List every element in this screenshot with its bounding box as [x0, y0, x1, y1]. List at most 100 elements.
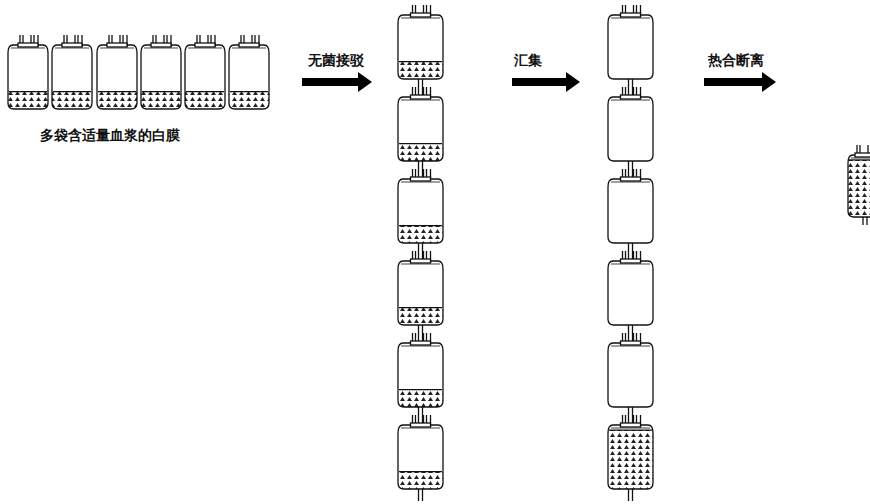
fill-level	[399, 225, 442, 226]
blood-bag	[229, 35, 269, 109]
bag-outline	[398, 97, 443, 161]
bag-outline	[398, 179, 443, 243]
bag-seam	[401, 100, 440, 101]
bag-outline	[229, 45, 269, 109]
blood-bag	[848, 145, 870, 225]
bag-outline	[848, 155, 870, 217]
blood-bag	[8, 35, 48, 109]
tube-port	[621, 341, 641, 345]
fill-level	[98, 91, 136, 92]
step-label: 无菌接驳	[308, 52, 364, 69]
buffy-coat	[398, 472, 443, 489]
bag-outline	[185, 45, 225, 109]
tube-port	[62, 43, 82, 47]
fill-level	[230, 91, 268, 92]
bag-tube	[632, 489, 633, 501]
fill-level	[9, 91, 47, 92]
bag-tube	[418, 407, 419, 425]
bag-tube	[862, 217, 863, 225]
fill-level	[186, 91, 224, 92]
fill-level	[399, 61, 442, 62]
bag-tube	[418, 489, 419, 501]
bag-tube	[628, 325, 629, 343]
buffy-coat	[398, 390, 443, 407]
bag-seam	[188, 48, 222, 49]
bag-tube	[418, 243, 419, 261]
blood-bag	[608, 5, 653, 97]
process-arrow	[704, 72, 776, 92]
blood-bag	[398, 5, 443, 97]
blood-bag	[398, 415, 443, 501]
buffy-coat	[398, 308, 443, 325]
bag-tube	[628, 243, 629, 261]
blood-bag	[608, 87, 653, 179]
bag-outline	[52, 45, 92, 109]
fill-level	[399, 389, 442, 390]
bag-seam	[611, 100, 650, 101]
bag-outline	[141, 45, 181, 109]
process-arrow	[512, 72, 580, 92]
bag-tube	[418, 325, 419, 343]
caption-label: 多袋含适量血浆的白膜	[40, 127, 180, 144]
bag-outline	[398, 15, 443, 79]
fill-level	[142, 91, 180, 92]
buffy-coat	[97, 92, 137, 109]
fill-level	[849, 159, 870, 160]
blood-bag	[608, 333, 653, 425]
blood-bag	[97, 35, 137, 109]
bag-tube	[418, 79, 419, 97]
step-label: 汇集	[514, 52, 542, 69]
bag-tube	[628, 407, 629, 425]
tube-port	[411, 423, 431, 427]
tube-port	[621, 13, 641, 17]
bag-outline	[8, 45, 48, 109]
bag-seam	[55, 48, 89, 49]
tube-port	[855, 153, 870, 157]
tube-port	[621, 423, 641, 427]
process-arrow	[302, 72, 372, 92]
tube-port	[107, 43, 127, 47]
buffy-coat	[398, 226, 443, 243]
buffy-coat	[398, 144, 443, 161]
bag-outline	[97, 45, 137, 109]
tube-port	[411, 13, 431, 17]
fill-level	[399, 143, 442, 144]
bag-outline	[398, 343, 443, 407]
tube-port	[411, 177, 431, 181]
buffy-coat	[229, 92, 269, 109]
blood-bag	[398, 87, 443, 179]
bag-seam	[232, 48, 266, 49]
blood-bag	[608, 415, 653, 501]
blood-bag	[608, 169, 653, 261]
blood-bag	[52, 35, 92, 109]
buffy-coat	[398, 62, 443, 79]
blood-bag	[141, 35, 181, 109]
tube-port	[239, 43, 259, 47]
buffy-coat	[141, 92, 181, 109]
fill-level	[53, 91, 91, 92]
tube-port	[411, 259, 431, 263]
bag-outline	[608, 15, 653, 79]
fill-level	[399, 471, 442, 472]
bag-outline	[608, 425, 653, 489]
bag-outline	[398, 425, 443, 489]
bag-tube	[628, 79, 629, 97]
blood-bag	[185, 35, 225, 109]
bag-tube	[866, 217, 867, 225]
bag-seam	[100, 48, 134, 49]
buffy-coat	[608, 430, 653, 489]
step-label: 热合断离	[708, 52, 764, 69]
blood-bag	[398, 333, 443, 425]
bag-seam	[11, 48, 45, 49]
buffy-coat	[8, 92, 48, 109]
fill-level	[399, 307, 442, 308]
bag-tube	[628, 489, 629, 501]
fill-level	[609, 429, 652, 430]
blood-bag	[608, 251, 653, 343]
bag-outline	[398, 261, 443, 325]
tube-port	[411, 341, 431, 345]
bag-tube	[422, 489, 423, 501]
buffy-coat	[848, 160, 870, 217]
